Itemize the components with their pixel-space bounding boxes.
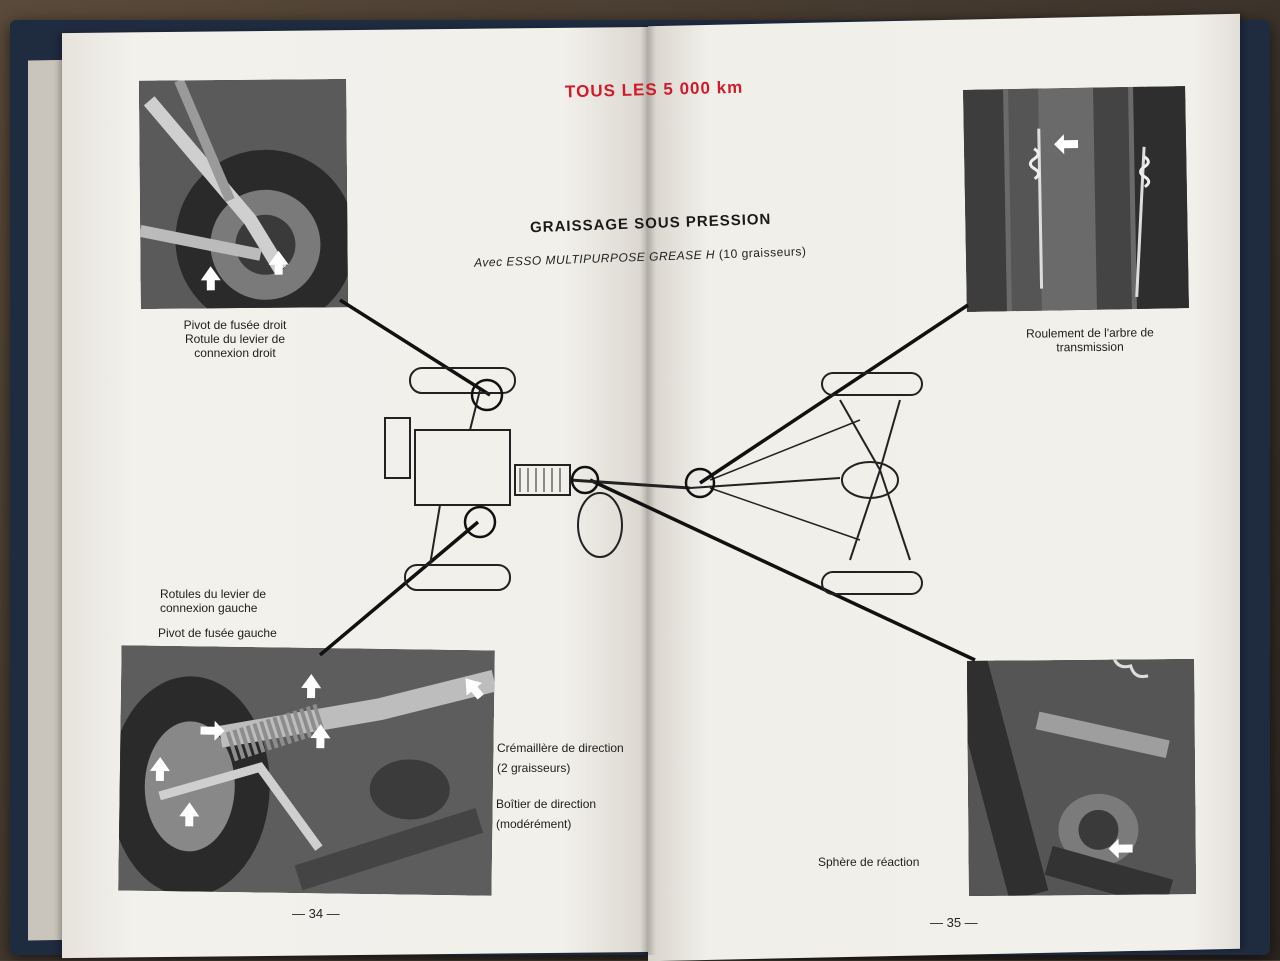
caption-steering-rack: Crémaillère de direction (2 graisseurs) xyxy=(497,738,624,778)
photo-transmission-bearing xyxy=(963,86,1189,312)
caption-front-right: Pivot de fusée droit Rotule du levier de… xyxy=(160,318,310,360)
caption-line: transmission xyxy=(1056,339,1124,355)
caption-line: Pivot de fusée droit xyxy=(183,318,287,332)
caption-line: connexion droit xyxy=(194,346,276,360)
caption-line: (modérément) xyxy=(496,817,572,831)
photo-reaction-sphere xyxy=(966,659,1197,896)
caption-steering-box: Boîtier de direction (modérément) xyxy=(496,794,596,834)
caption-line: (2 graisseurs) xyxy=(497,761,571,775)
caption-line: Crémaillère de direction xyxy=(497,741,624,755)
book-gutter xyxy=(640,25,656,955)
caption-transmission: Roulement de l'arbre de transmission xyxy=(1000,325,1180,355)
caption-line: Rotule du levier de xyxy=(184,332,286,346)
caption-line: Roulement de l'arbre de xyxy=(1025,325,1154,341)
caption-line: connexion gauche xyxy=(160,601,258,615)
caption-line: Rotules du levier de xyxy=(160,587,267,601)
subtitle-prefix: Avec xyxy=(473,254,507,270)
photo-steering-rack xyxy=(118,645,495,896)
page-number-left: — 34 — xyxy=(292,906,340,921)
caption-line: Boîtier de direction xyxy=(496,797,597,811)
caption-left-ball-joints: Rotules du levier de connexion gauche xyxy=(160,587,266,615)
page-number-right: — 35 — xyxy=(930,915,978,930)
caption-reaction-sphere: Sphère de réaction xyxy=(818,855,920,869)
photo-front-right-pivot xyxy=(139,79,348,309)
caption-left-pivot: Pivot de fusée gauche xyxy=(158,626,277,640)
